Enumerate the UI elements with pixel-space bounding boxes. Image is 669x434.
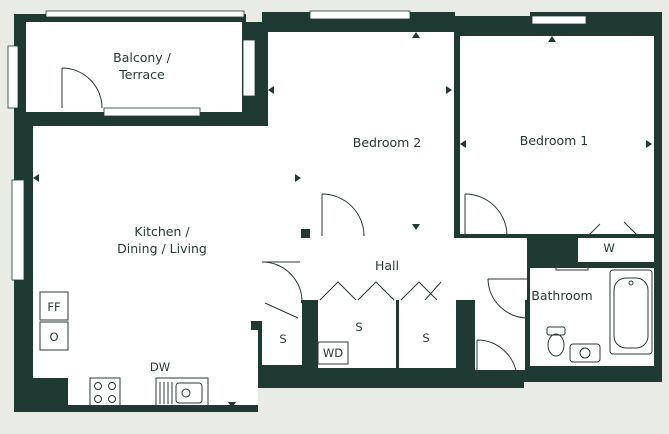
storage-kitchen-label: S — [279, 332, 286, 346]
measurement-marker-icon — [33, 174, 39, 182]
oven-label: O — [49, 330, 58, 344]
washer-dryer-box — [317, 341, 349, 365]
storage-hall-left-label: S — [355, 320, 362, 334]
measurement-marker-icon — [295, 174, 301, 182]
oven-box — [39, 321, 69, 351]
door-balcony — [61, 67, 103, 109]
bathroom-fixtures — [546, 265, 653, 363]
measurement-marker-icon — [446, 86, 452, 94]
measurement-marker-icon — [412, 32, 420, 38]
door-kitchen — [261, 261, 303, 301]
kitchen-appliances — [39, 291, 209, 407]
measurement-marker-icon — [268, 86, 274, 94]
door-wardrobe — [585, 221, 641, 239]
measurement-marker-icon — [412, 224, 420, 230]
kitchen-label-line1: Kitchen / — [134, 224, 190, 239]
window-balcony-left — [7, 45, 19, 109]
door-cupboard-right — [400, 281, 442, 301]
balcony-label-line2: Terrace — [118, 67, 165, 82]
measurement-marker-icon — [460, 140, 466, 148]
towel-rail — [555, 265, 589, 271]
doors — [61, 67, 641, 379]
washer-dryer-label: WD — [323, 346, 343, 360]
sink-icon — [155, 377, 209, 407]
balcony-label-line1: Balcony / — [113, 50, 172, 65]
window-bedroom2 — [309, 10, 411, 20]
hall-label: Hall — [375, 258, 399, 273]
bathroom-label: Bathroom — [531, 288, 592, 303]
fridge-freezer-label: FF — [47, 300, 60, 314]
door-entrance — [476, 339, 518, 379]
bath-icon — [609, 269, 653, 355]
window-kitchen-left — [11, 179, 25, 281]
floor-areas — [26, 22, 654, 405]
toilet-icon — [546, 326, 566, 357]
fridge-freezer-box — [39, 291, 69, 321]
basin-icon — [569, 343, 601, 363]
window-balcony-right — [242, 39, 256, 97]
window-bedroom1 — [531, 15, 587, 25]
door-storage-kitchen — [264, 302, 299, 319]
bedroom2-label: Bedroom 2 — [353, 135, 421, 150]
measurement-marker-icon — [228, 402, 236, 408]
measurement-marker-icon — [494, 376, 508, 384]
measurement-marker-icon — [548, 36, 556, 42]
measurement-markers — [33, 32, 652, 408]
measurement-marker-icon — [646, 140, 652, 148]
window-balcony-top — [45, 10, 245, 18]
windows — [7, 10, 587, 281]
kitchen-label-line2: Dining / Living — [117, 241, 207, 256]
measurement-marker-icon — [548, 256, 556, 262]
storage-hall-right-label: S — [422, 331, 429, 345]
measurement-marker-icon — [228, 120, 236, 126]
door-bedroom1 — [464, 193, 508, 237]
bedroom1-label: Bedroom 1 — [520, 133, 588, 148]
dishwasher-label: DW — [150, 360, 170, 374]
hob-icon — [89, 377, 121, 407]
door-bedroom2 — [321, 193, 365, 237]
door-bathroom — [487, 278, 529, 319]
wardrobe-label: W — [603, 241, 614, 255]
door-cupboard-left — [319, 281, 395, 301]
window-kitchen-top — [103, 107, 201, 117]
